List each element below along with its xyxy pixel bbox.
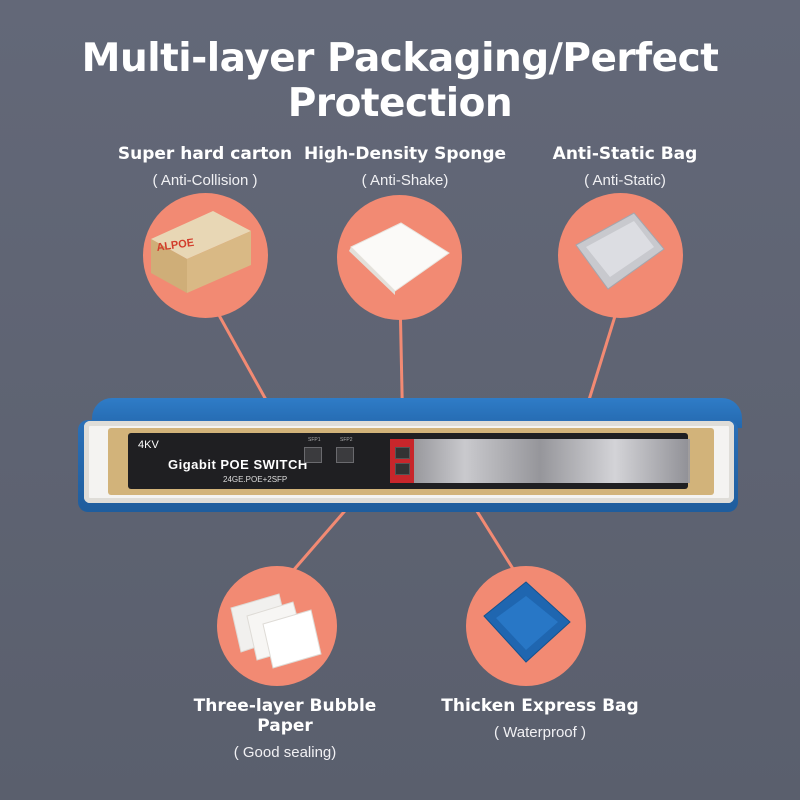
sfp2-port	[336, 447, 354, 463]
layer-name: Three-layer Bubble Paper	[193, 696, 377, 736]
poe-switch-device: 4KV Gigabit POE SWITCH 24GE.POE+2SFP SFP…	[128, 433, 690, 489]
page-title: Multi-layer Packaging/Perfect Protection	[81, 36, 719, 126]
layer-note: ( Anti-Shake)	[361, 172, 449, 189]
layer-note: ( Good sealing)	[233, 744, 337, 761]
layer-name: Anti-Static Bag	[552, 144, 698, 164]
ethernet-port-bank	[390, 439, 690, 483]
layer-note: ( Waterproof )	[494, 724, 586, 741]
layer-note: ( Anti-Static)	[584, 172, 666, 189]
layer-label-express: Thicken Express Bag ( Waterproof )	[420, 696, 660, 741]
device-rating: 4KV	[138, 439, 159, 451]
circle-bubble	[217, 566, 337, 686]
layer-label-carton: Super hard carton ( Anti-Collision )	[95, 144, 315, 189]
connector-bubble	[283, 504, 352, 581]
layer-label-antistatic: Anti-Static Bag ( Anti-Static)	[515, 144, 735, 189]
anti-static-bag-icon	[575, 212, 665, 290]
svg-text:ALPOE: ALPOE	[156, 237, 195, 254]
ethernet-port	[395, 463, 410, 475]
sfp1-port	[304, 447, 322, 463]
layer-name: Super hard carton	[117, 144, 293, 164]
circle-express	[466, 566, 586, 686]
device-model: 24GE.POE+2SFP	[223, 475, 288, 484]
circle-carton: ALPOE	[143, 193, 268, 318]
carton-box-icon: ALPOE	[151, 211, 251, 293]
layer-name: High-Density Sponge	[303, 144, 507, 164]
device-name: Gigabit POE SWITCH	[168, 457, 308, 472]
layer-label-bubble: Three-layer Bubble Paper ( Good sealing)	[165, 696, 405, 761]
layer-label-sponge: High-Density Sponge ( Anti-Shake)	[295, 144, 515, 189]
layer-name: Thicken Express Bag	[441, 696, 639, 716]
poe-port-highlight	[390, 439, 414, 483]
layer-note: ( Anti-Collision )	[152, 172, 258, 189]
express-bag-icon	[483, 581, 571, 663]
sponge-sheet-icon	[349, 222, 450, 295]
circle-sponge	[337, 195, 462, 320]
ethernet-port	[395, 447, 410, 459]
circle-antistatic	[558, 193, 683, 318]
sfp1-label: SFP1	[308, 437, 321, 443]
bubble-paper-icon	[230, 593, 322, 669]
sfp2-label: SFP2	[340, 437, 353, 443]
